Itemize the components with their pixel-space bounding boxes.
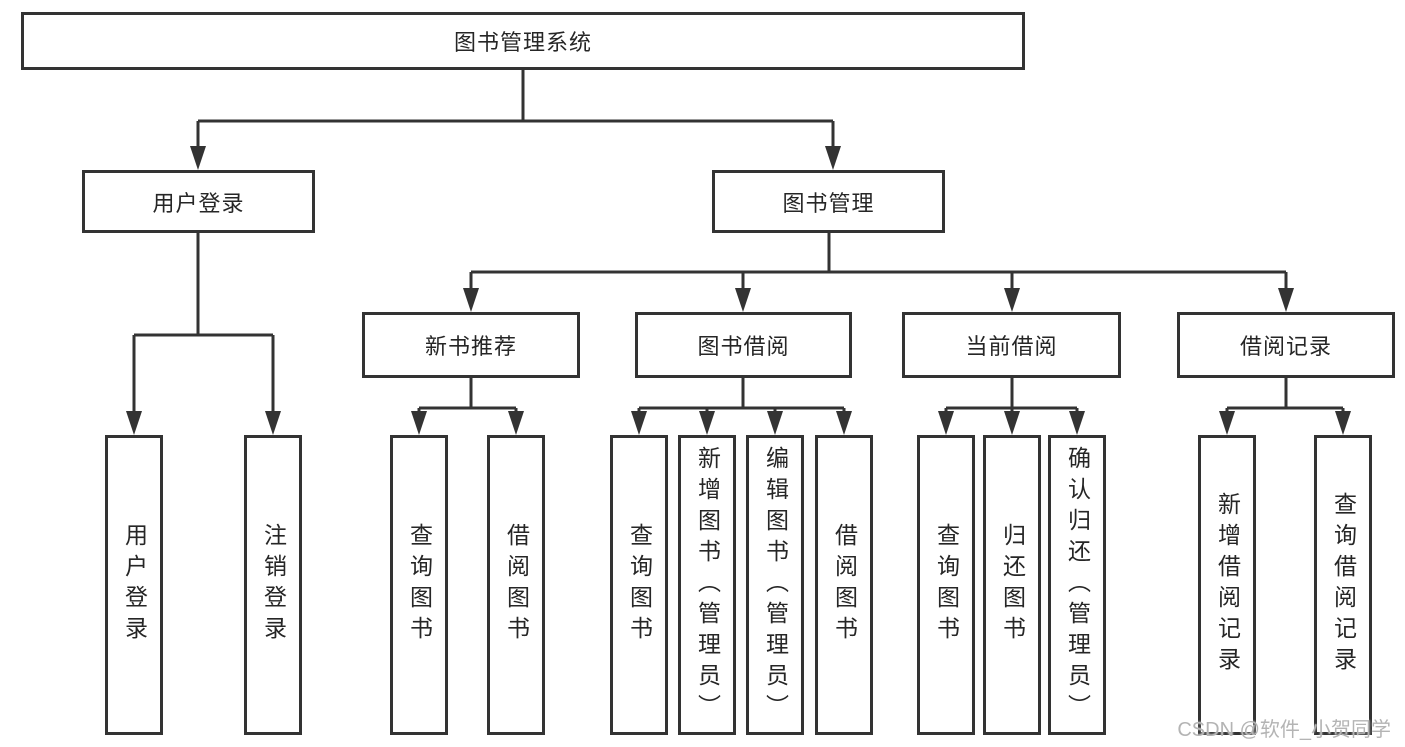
node-label: 新增图书（管理员） — [694, 445, 721, 725]
node-label: 借阅图书 — [503, 523, 530, 647]
node-user-login-leaf: 用户登录 — [105, 435, 163, 735]
csdn-watermark: CSDN @软件_小贺同学 — [1177, 719, 1391, 741]
node-query-books-recommend: 查询图书 — [390, 435, 448, 735]
node-label: 新增借阅记录 — [1214, 492, 1241, 678]
node-logout: 注销登录 — [244, 435, 302, 735]
arrowhead-icons — [126, 146, 1351, 435]
node-label: 归还图书 — [999, 523, 1026, 647]
node-label: 编辑图书（管理员） — [762, 445, 789, 725]
node-user-login: 用户登录 — [82, 170, 315, 233]
node-query-books-current: 查询图书 — [917, 435, 975, 735]
node-label: 图书管理 — [782, 190, 875, 216]
node-label: 新书推荐 — [424, 334, 517, 359]
node-label: 查询图书 — [406, 523, 433, 647]
node-current-borrowing: 当前借阅 — [902, 312, 1121, 378]
node-label: 图书借阅 — [697, 334, 790, 359]
node-label: 注销登录 — [260, 523, 287, 647]
node-borrowing-records: 借阅记录 — [1177, 312, 1395, 378]
node-add-borrow-record: 新增借阅记录 — [1198, 435, 1256, 735]
node-label: 借阅记录 — [1239, 334, 1332, 359]
node-new-book-recommend: 新书推荐 — [362, 312, 580, 378]
node-query-borrow-record: 查询借阅记录 — [1314, 435, 1372, 735]
node-label: 查询图书 — [626, 523, 653, 647]
node-library-management-system: 图书管理系统 — [21, 12, 1025, 70]
node-confirm-return-admin: 确认归还（管理员） — [1048, 435, 1106, 735]
node-label: 查询借阅记录 — [1330, 492, 1357, 678]
node-book-borrowing: 图书借阅 — [635, 312, 852, 378]
node-book-management: 图书管理 — [712, 170, 945, 233]
node-label: 借阅图书 — [831, 523, 858, 647]
node-query-books-borrowing: 查询图书 — [610, 435, 668, 735]
node-label: 当前借阅 — [965, 334, 1058, 359]
node-add-books-admin: 新增图书（管理员） — [678, 435, 736, 735]
node-edit-books-admin: 编辑图书（管理员） — [746, 435, 804, 735]
node-borrow-books-recommend: 借阅图书 — [487, 435, 545, 735]
node-return-books: 归还图书 — [983, 435, 1041, 735]
node-label: 图书管理系统 — [453, 30, 592, 55]
node-borrow-books: 借阅图书 — [815, 435, 873, 735]
node-label: 用户登录 — [121, 523, 148, 647]
node-label: 确认归还（管理员） — [1064, 445, 1091, 725]
node-label: 查询图书 — [933, 523, 960, 647]
node-label: 用户登录 — [152, 190, 245, 216]
